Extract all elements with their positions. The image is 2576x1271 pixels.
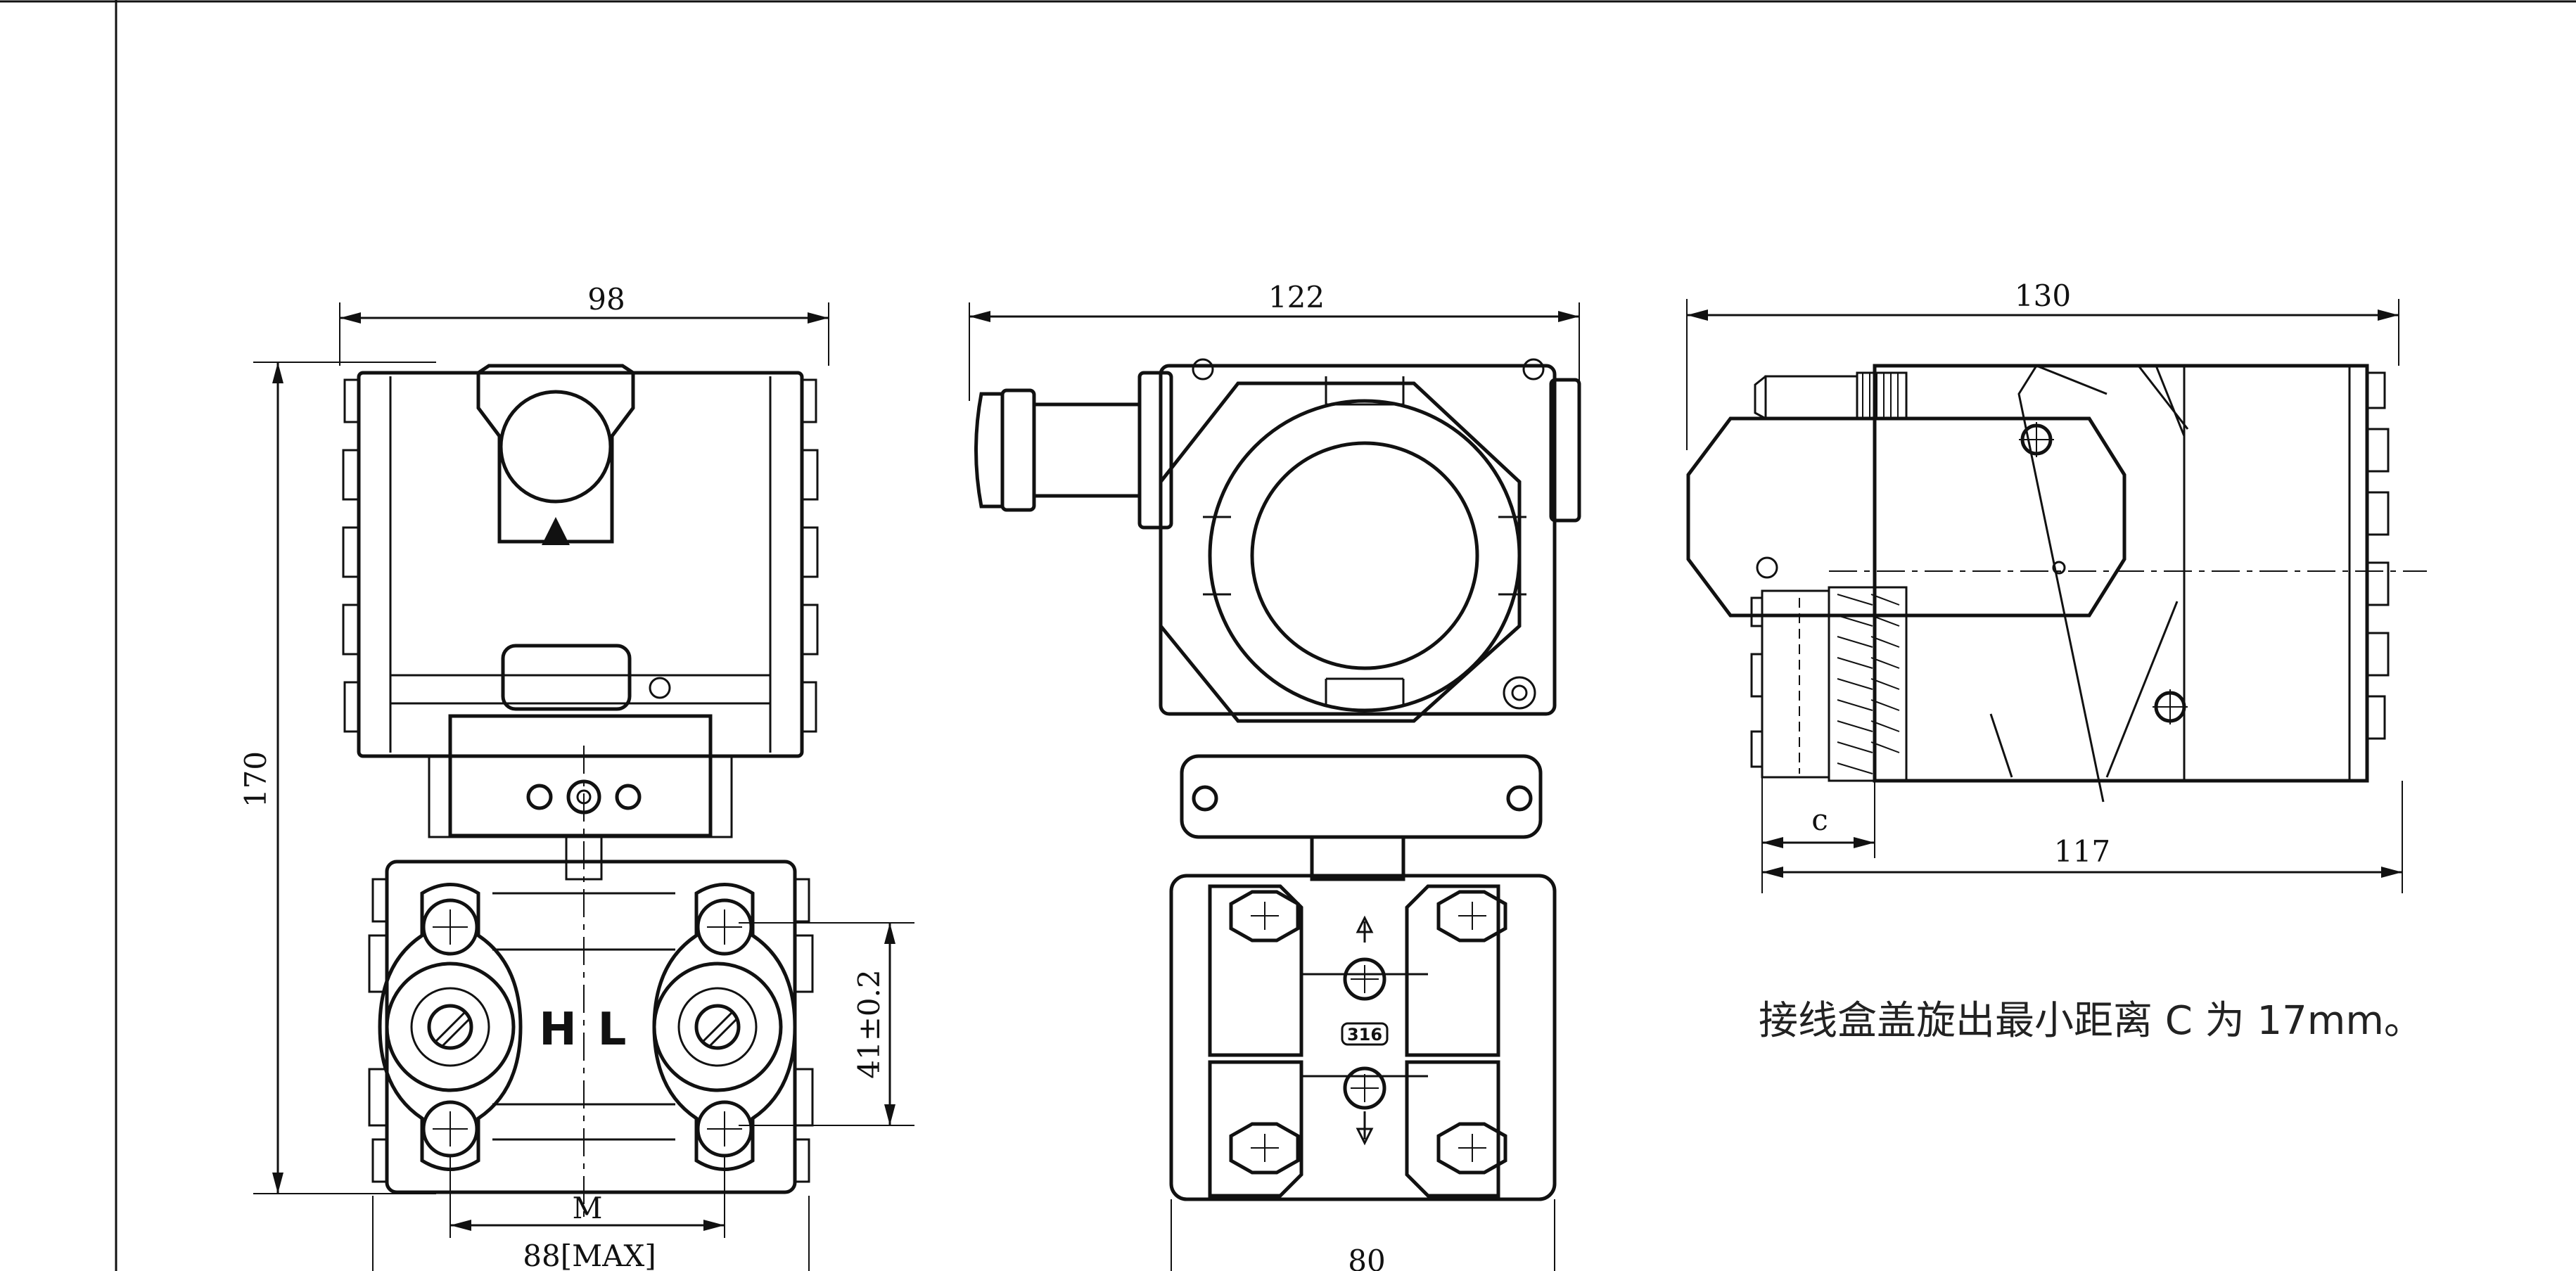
cover-clearance-note: 接线盒盖旋出最小距离 C 为 17mm。 (1759, 998, 2423, 1044)
side-view: 122 (969, 280, 1581, 1271)
dim-right-width: 130 (1686, 279, 2399, 450)
dim-side-width: 122 (969, 280, 1580, 401)
dim-bottom-max-label: 88[MAX] (523, 1239, 656, 1271)
dim-right-c-label: c (1811, 803, 1828, 837)
dim-bottom-m: M (449, 1157, 725, 1238)
bolt-group (1229, 890, 1507, 1175)
high-side-marking: H (539, 1004, 577, 1056)
dim-front-height-label: 170 (238, 751, 273, 807)
dim-right-c: c (1761, 777, 1875, 893)
dim-flange-spacing: 41±0.2 (739, 922, 914, 1126)
dim-right-width-label: 130 (2015, 279, 2071, 313)
dim-front-width-label: 98 (587, 282, 625, 317)
dim-flange-spacing-label: 41±0.2 (852, 969, 886, 1078)
dim-right-bottom: 117 (1762, 781, 2403, 893)
front-view: 98 170 (238, 282, 914, 1271)
material-tag: 316 (1347, 1025, 1382, 1045)
dim-right-bottom-label: 117 (2054, 834, 2110, 869)
dim-front-height: 170 (238, 362, 436, 1194)
low-side-marking: L (598, 1004, 627, 1056)
dim-front-width: 98 (339, 282, 829, 366)
dim-side-width-label: 122 (1268, 280, 1325, 314)
dim-side-bottom-label: 80 (1348, 1244, 1385, 1271)
right-view: 130 (1686, 279, 2427, 1044)
thread-section (1750, 371, 1908, 782)
dim-bottom-m-label: M (572, 1191, 602, 1225)
